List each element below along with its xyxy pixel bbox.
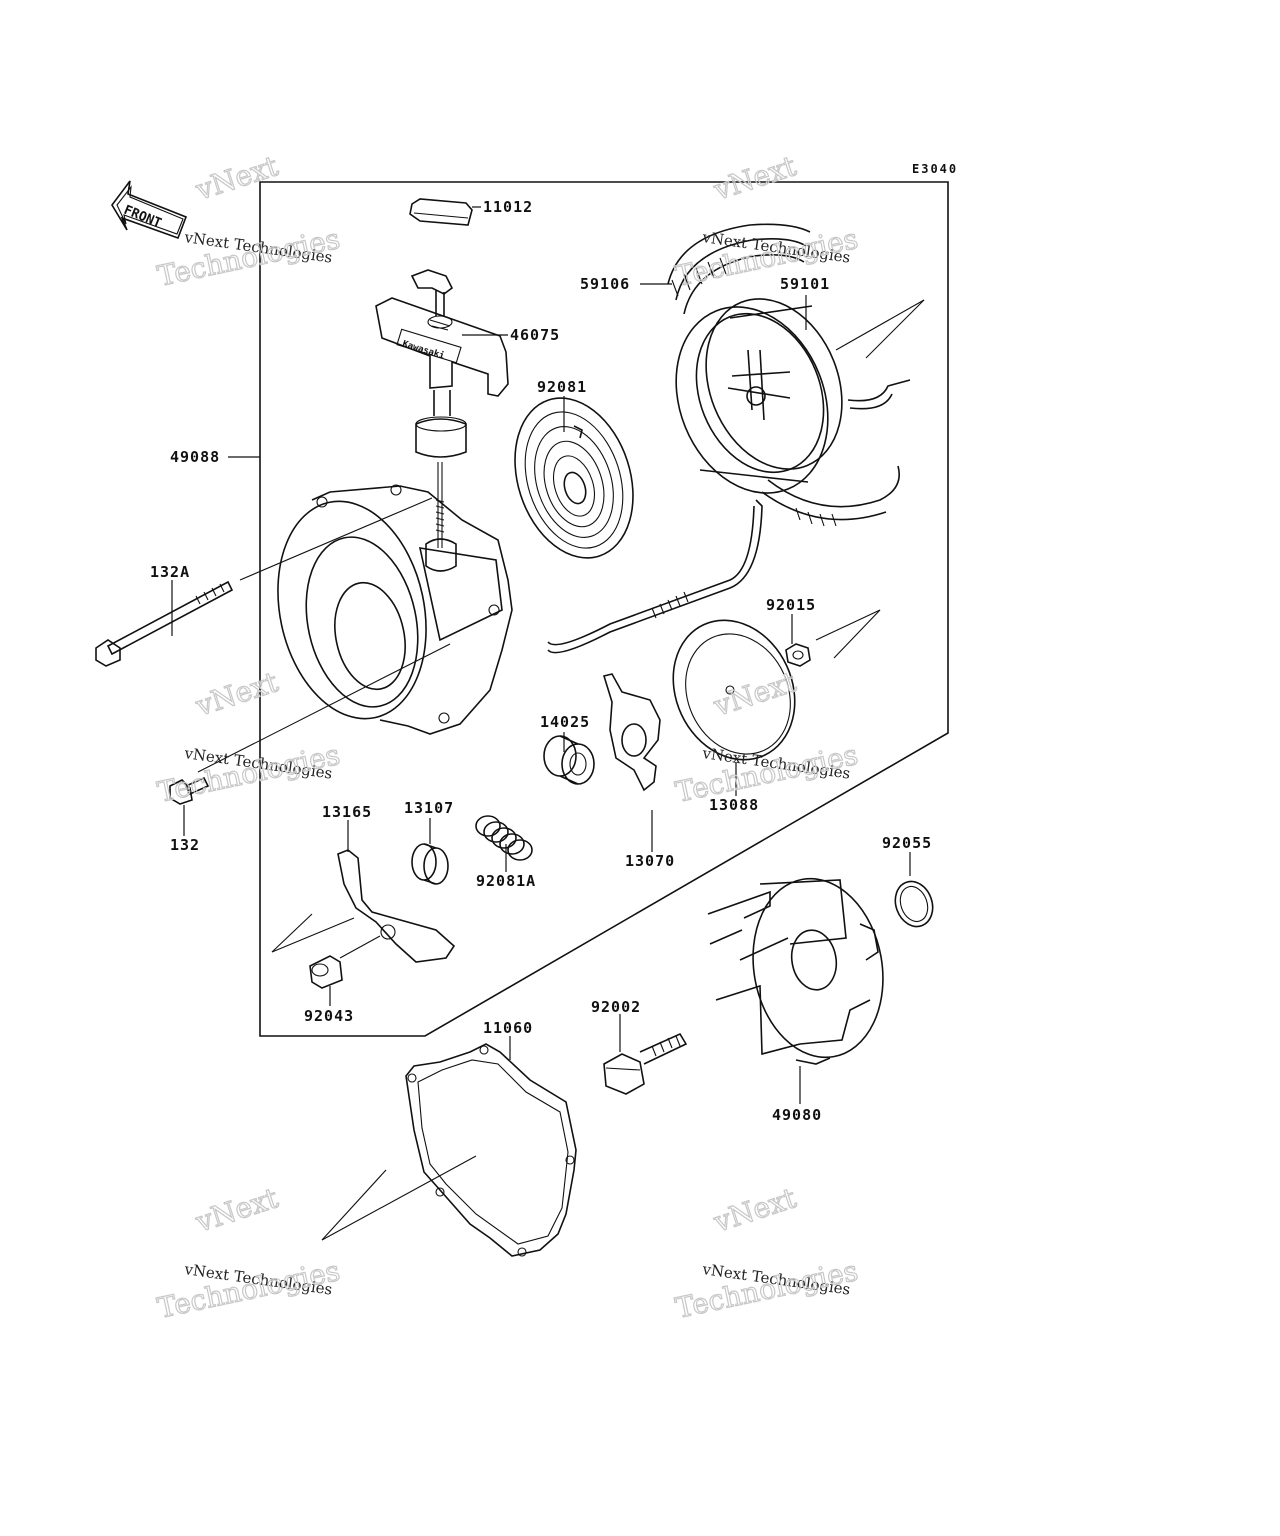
part-11060-gasket bbox=[405, 1043, 577, 1257]
label-59106: 59106 bbox=[580, 275, 630, 293]
svg-text:vNext: vNext bbox=[191, 149, 283, 207]
label-13070: 13070 bbox=[625, 852, 675, 870]
svg-text:Technologies: Technologies bbox=[155, 738, 343, 809]
label-92055: 92055 bbox=[882, 834, 932, 852]
label-13107: 13107 bbox=[404, 799, 454, 817]
part-92002-bolt bbox=[603, 1032, 688, 1095]
part-49080-drum bbox=[707, 877, 884, 1065]
svg-text:vNext: vNext bbox=[191, 665, 283, 723]
part-49088-housing bbox=[277, 484, 513, 735]
part-92043-pin bbox=[309, 955, 343, 989]
svg-text:Technologies: Technologies bbox=[155, 1254, 343, 1325]
label-92002: 92002 bbox=[591, 998, 641, 1016]
label-13165: 13165 bbox=[322, 803, 372, 821]
part-92015-nut bbox=[785, 643, 811, 667]
part-132A-long-bolt bbox=[95, 580, 234, 667]
svg-text:vNext: vNext bbox=[709, 1181, 801, 1239]
part-46075-handle: Kawasaki bbox=[375, 269, 509, 548]
front-label: FRONT bbox=[122, 203, 164, 232]
part-92055-oring bbox=[894, 880, 934, 928]
svg-text:Technologies: Technologies bbox=[155, 222, 343, 293]
watermark: vNext vNext Technologies Technologies bbox=[672, 149, 861, 294]
part-59106-rope bbox=[667, 223, 811, 315]
svg-text:vNext: vNext bbox=[709, 665, 801, 723]
assembly-frame bbox=[259, 181, 949, 1037]
part-13070-guide bbox=[602, 673, 661, 792]
part-11012-cap bbox=[409, 198, 473, 226]
watermark: vNext vNext Technologies Technologies bbox=[154, 149, 343, 294]
label-132A: 132A bbox=[150, 563, 190, 581]
label-92043: 92043 bbox=[304, 1007, 354, 1025]
watermark: vNext vNext Technologies Technologies bbox=[672, 1181, 861, 1326]
part-13088-plate bbox=[672, 619, 796, 761]
part-59101-reel bbox=[675, 298, 911, 527]
svg-text:vNext: vNext bbox=[709, 149, 801, 207]
label-46075: 46075 bbox=[510, 326, 560, 344]
starter-rope bbox=[547, 499, 763, 654]
part-132-bolt bbox=[169, 776, 210, 805]
label-14025: 14025 bbox=[540, 713, 590, 731]
part-92081A-spring bbox=[475, 815, 533, 861]
label-13088: 13088 bbox=[709, 796, 759, 814]
watermark: vNext vNext Technologies Technologies bbox=[154, 665, 343, 810]
svg-text:Technologies: Technologies bbox=[673, 222, 861, 293]
label-49080: 49080 bbox=[772, 1106, 822, 1124]
label-132: 132 bbox=[170, 836, 200, 854]
label-11060: 11060 bbox=[483, 1019, 533, 1037]
front-arrow-icon: FRONT bbox=[111, 180, 188, 240]
label-11012: 11012 bbox=[483, 198, 533, 216]
part-14025-bushing bbox=[543, 735, 595, 785]
part-13165-pawl bbox=[337, 849, 456, 963]
part-13107-collar bbox=[411, 843, 449, 885]
svg-text:vNext: vNext bbox=[191, 1181, 283, 1239]
watermark: vNext vNext Technologies Technologies bbox=[672, 665, 861, 810]
diagram-code: E3040 bbox=[912, 162, 958, 176]
svg-text:Technologies: Technologies bbox=[673, 1254, 861, 1325]
label-49088: 49088 bbox=[170, 448, 220, 466]
brand-mark: Kawasaki bbox=[401, 338, 446, 361]
part-92081-spiral-spring bbox=[514, 397, 634, 559]
label-92015: 92015 bbox=[766, 596, 816, 614]
watermark: vNext vNext Technologies Technologies bbox=[154, 1181, 343, 1326]
label-92081: 92081 bbox=[537, 378, 587, 396]
label-59101: 59101 bbox=[780, 275, 830, 293]
label-92081A: 92081A bbox=[476, 872, 536, 890]
